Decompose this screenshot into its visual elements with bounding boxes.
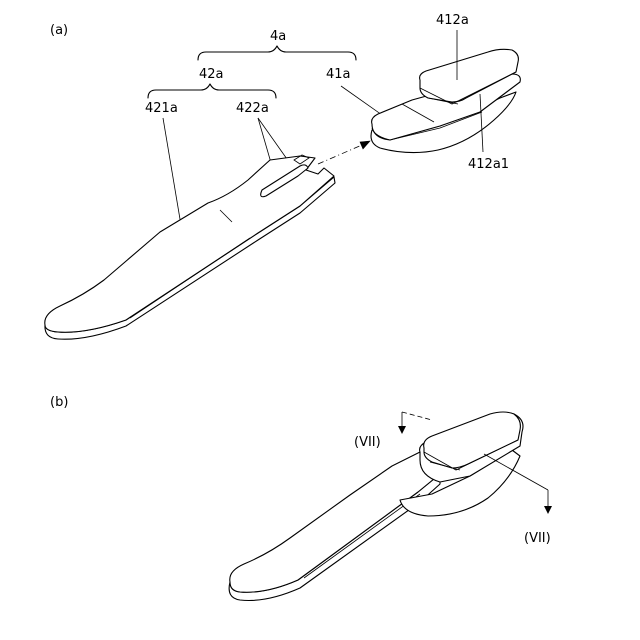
assembly-arrow (318, 141, 370, 164)
panel-label-b: (b) (50, 395, 68, 410)
assembled-arm-top (230, 452, 440, 592)
label-421a: 421a (145, 101, 178, 116)
svg-text:(VII): (VII) (524, 531, 551, 546)
housing-part-41a (371, 49, 520, 152)
arm-top-surface (45, 156, 334, 332)
brace-4a (198, 46, 356, 60)
label-42a: 42a (199, 67, 224, 82)
section-marker-upper: (VII) (354, 412, 432, 450)
label-412a1: 412a1 (468, 157, 509, 172)
label-422a: 422a (236, 101, 269, 116)
arm-part-42a (45, 155, 335, 339)
label-41a: 41a (326, 67, 351, 82)
label-4a: 4a (270, 29, 286, 44)
label-412a: 412a (436, 13, 469, 28)
panel-label-a: (a) (50, 23, 68, 38)
brace-42a (148, 84, 276, 98)
svg-text:(VII): (VII) (354, 435, 381, 450)
